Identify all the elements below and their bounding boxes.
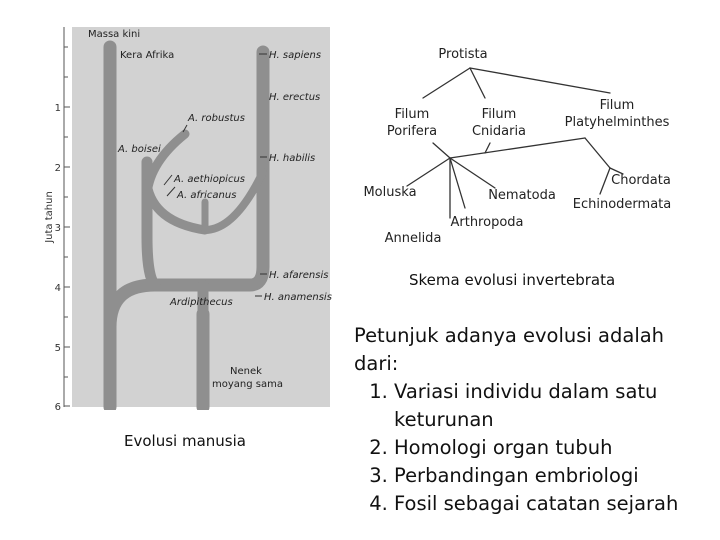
label-kera-afrika: Kera Afrika xyxy=(120,50,174,61)
human-evolution-chart: 1 2 3 4 5 6 Juta tahun Massa kini Kera A… xyxy=(44,27,332,410)
branch-to-human xyxy=(201,168,267,234)
evidence-item-2: Homologi organ tubuh xyxy=(394,434,694,462)
label-ancestor-line1: Nenek xyxy=(230,366,262,377)
branch-australopithecus xyxy=(141,156,161,291)
invertebrate-tree: Protista Filum Porifera Filum Cnidaria F… xyxy=(363,47,671,246)
label-ancestor-line2: moyang sama xyxy=(212,379,283,390)
label-ardipithecus: Ardipithecus xyxy=(169,297,233,308)
node-protista: Protista xyxy=(438,47,487,62)
label-africanus: A. africanus xyxy=(176,190,236,201)
label-boisei: A. boisei xyxy=(117,144,161,155)
label-sapiens: H. sapiens xyxy=(269,50,321,61)
node-platy-label2: Platyhelminthes xyxy=(565,115,670,130)
node-annelida: Annelida xyxy=(385,231,442,246)
tick-label-5: 5 xyxy=(55,343,61,354)
evidence-intro: Petunjuk adanya evolusi adalah dari: xyxy=(354,324,665,375)
node-echinodermata: Echinodermata xyxy=(573,197,671,212)
axis-major-ticks xyxy=(64,106,70,407)
evidence-list: Variasi individu dalam satu keturunan Ho… xyxy=(354,378,694,518)
node-porifera-label2: Porifera xyxy=(387,124,437,139)
label-robustus: A. robustus xyxy=(187,113,245,124)
node-porifera-label1: Filum xyxy=(395,107,430,122)
tick-label-4: 4 xyxy=(55,283,61,294)
label-afarensis: H. afarensis xyxy=(269,270,328,281)
evidence-item-4: Fosil sebagai catatan sejarah xyxy=(394,490,694,518)
tick-label-2: 2 xyxy=(55,163,61,174)
label-habilis: H. habilis xyxy=(269,153,315,164)
node-cnidaria-label1: Filum xyxy=(482,107,517,122)
node-cnidaria-label2: Cnidaria xyxy=(472,124,526,139)
label-anamensis: H. anamensis xyxy=(264,292,332,303)
node-nematoda: Nematoda xyxy=(488,188,556,203)
evidence-item-1: Variasi individu dalam satu keturunan xyxy=(394,378,694,434)
tick-label-6: 6 xyxy=(55,402,61,410)
label-erectus: H. erectus xyxy=(269,92,320,103)
branches xyxy=(103,40,270,410)
tick-label-1: 1 xyxy=(55,103,61,114)
caption-human-evolution: Evolusi manusia xyxy=(124,432,246,450)
evidence-item-3: Perbandingan embriologi xyxy=(394,462,694,490)
tick-label-3: 3 xyxy=(55,223,61,234)
node-chordata: Chordata xyxy=(611,173,671,188)
axis-minor-ticks xyxy=(64,46,68,378)
label-aethiopicus: A. aethiopicus xyxy=(173,174,245,185)
yaxis-label: Juta tahun xyxy=(44,191,55,244)
node-arthropoda: Arthropoda xyxy=(450,215,523,230)
branch-africanus xyxy=(142,179,210,235)
tree-edges xyxy=(406,67,624,219)
caption-invertebrate-evolution: Skema evolusi invertebrata xyxy=(409,271,616,289)
node-moluska: Moluska xyxy=(363,185,416,200)
node-platy-label1: Filum xyxy=(600,98,635,113)
label-massa-kini: Massa kini xyxy=(88,29,140,40)
evolution-evidence-text: Petunjuk adanya evolusi adalah dari: Var… xyxy=(354,322,694,518)
